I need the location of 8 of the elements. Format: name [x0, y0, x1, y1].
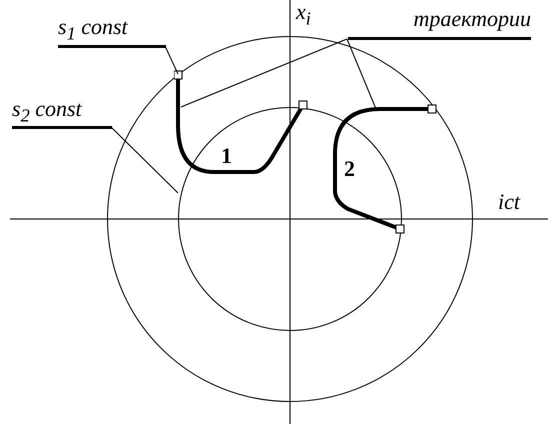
underlined-label: траектории	[348, 6, 531, 40]
underlined-label: s$_{1}$ const	[58, 14, 166, 48]
axis-label: ict	[498, 190, 520, 214]
trajectory-number: 1	[221, 145, 232, 167]
trajectory-number: 2	[344, 158, 355, 180]
underlined-label: s$_{2}$ const	[12, 96, 112, 129]
axis-label: x$_{i}$	[296, 0, 311, 30]
circle	[107, 36, 473, 402]
